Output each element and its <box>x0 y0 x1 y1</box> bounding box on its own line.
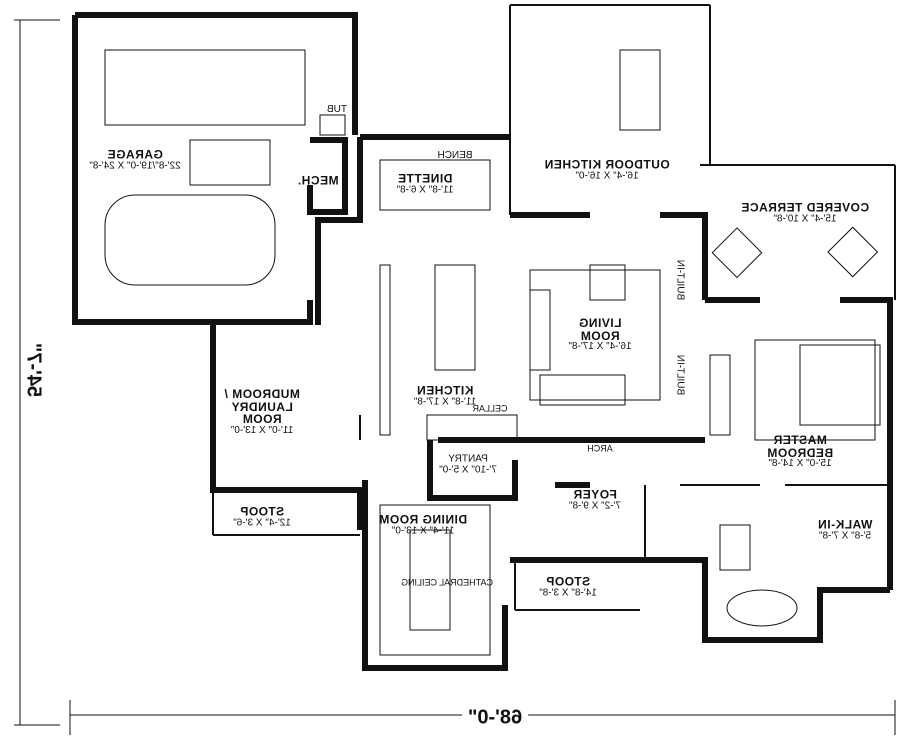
foyer-label: FOYER <box>573 487 617 502</box>
kitchen-size: 11'-8" X 17'-8" <box>413 396 477 408</box>
living-label: LIVING <box>578 316 622 331</box>
dining-room-size: 11'-4" X 13'-0" <box>391 525 455 537</box>
garage-label: GARAGE <box>107 147 163 162</box>
walk-in-size: 5'-8" X 7'-8" <box>818 530 872 542</box>
depth-dimension: 54'-7" <box>22 342 45 398</box>
dinette-label: DINETTE <box>397 171 453 186</box>
front-stoop-label: STOOP <box>545 574 591 589</box>
mudroom-label: MUDROOM / <box>224 386 300 401</box>
interior-walls <box>212 4 896 611</box>
mudroom-size: 11'-0" X 13'-0" <box>230 424 294 436</box>
garage-size: 22'-8"/19'-0" X 24'-8" <box>89 160 181 172</box>
arch-label: ARCH <box>587 443 613 454</box>
master-bedroom-label: MASTER <box>773 433 827 448</box>
bench-label: BENCH <box>437 149 473 161</box>
master-bedroom-size: 15'-0" X 14'-8" <box>768 458 832 470</box>
outdoor-kitchen-size: 16'-4" X 16'-0" <box>575 170 639 182</box>
foyer-size: 7'-2" X 9'-8" <box>568 500 622 512</box>
tub-label: TUB <box>327 103 347 115</box>
width-dimension: 68'-0" <box>467 706 523 729</box>
dimension-lines <box>14 19 896 735</box>
dining-room-label: DINING ROOM <box>378 512 468 527</box>
mech-label: MECH. <box>297 173 339 188</box>
side-stoop-label: STOOP <box>239 504 285 519</box>
living-size: 16'-4" X 17'-8" <box>568 341 632 353</box>
built-in-label: BUILT-IN <box>674 354 686 396</box>
front-stoop-size: 14'-8" X 3'-8" <box>539 587 597 599</box>
side-stoop-size: 12'-4" X 3'-6" <box>233 517 291 529</box>
furniture <box>104 49 881 656</box>
outdoor-kitchen-label: OUTDOOR KITCHEN <box>544 157 670 172</box>
covered-terrace-label: COVERED TERRACE <box>740 200 870 215</box>
cellar-label: CELLAR <box>472 403 508 414</box>
exterior-walls <box>72 12 893 671</box>
pantry-size: 7'-10" X 5'-0" <box>439 464 497 475</box>
pantry-label: PANTRY <box>448 453 488 465</box>
covered-terrace-size: 15'-4" X 10'-8" <box>773 213 837 225</box>
built-in-label: BUILT-IN <box>674 259 686 301</box>
mudroom-label-3: ROOM <box>242 412 282 427</box>
walk-in-label: WALK-IN <box>817 517 873 532</box>
kitchen-label: KITCHEN <box>416 383 474 398</box>
cathedral-ceiling-label: CATHEDRAL CEILING <box>400 577 494 588</box>
dinette-size: 11'-8" X 6'-8" <box>396 184 454 196</box>
